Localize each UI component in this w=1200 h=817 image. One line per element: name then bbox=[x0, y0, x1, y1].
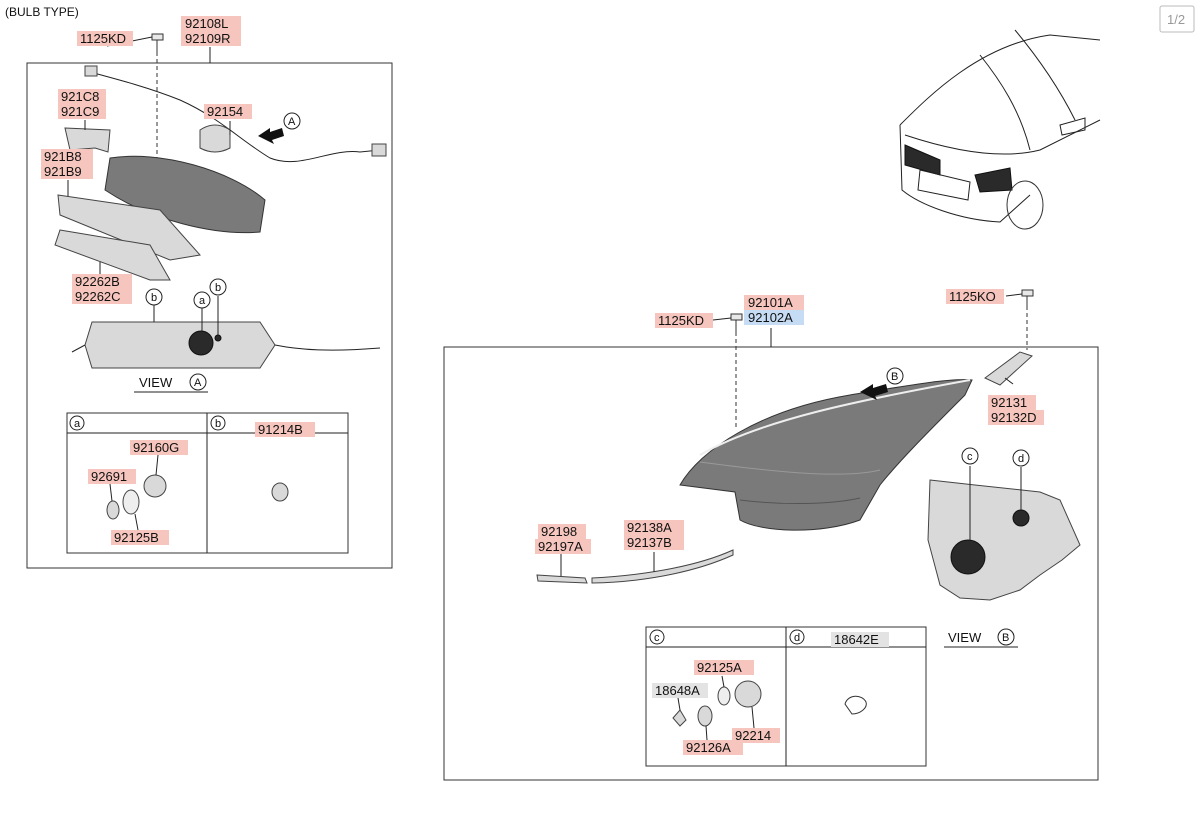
garnish-strip-drawing bbox=[54, 229, 171, 281]
view-label: VIEW bbox=[139, 375, 173, 390]
part-number[interactable]: 921C9 bbox=[61, 104, 99, 119]
connector-icon bbox=[84, 65, 98, 77]
garnish-drawing bbox=[57, 194, 201, 261]
housing-rear-drawing bbox=[84, 321, 276, 369]
view-b-arrow-tag: B bbox=[891, 371, 898, 383]
arrow-icon bbox=[258, 128, 284, 144]
part-number[interactable]: 92160G bbox=[133, 440, 179, 455]
part-number[interactable]: 1125KD bbox=[80, 31, 126, 46]
arrow-icon bbox=[860, 384, 888, 400]
callout-b-circle[interactable] bbox=[209, 278, 227, 296]
callout-d-circle[interactable] bbox=[1012, 449, 1030, 467]
left-assembly: A 1125KD 92108L 92109R 921C8 921C9 92154… bbox=[26, 16, 393, 569]
callout-d-tag: d bbox=[1018, 453, 1024, 465]
wheel-icon bbox=[1006, 180, 1044, 230]
part-number[interactable]: 92262C bbox=[75, 289, 121, 304]
view-a-tag: A bbox=[194, 377, 202, 389]
socket-icon bbox=[697, 705, 713, 727]
part-number[interactable]: 921C8 bbox=[61, 89, 99, 104]
bolt-icon bbox=[151, 33, 164, 52]
diagram-title: (BULB TYPE) bbox=[5, 5, 79, 19]
part-number[interactable]: 92132D bbox=[991, 410, 1037, 425]
part-number[interactable]: 92154 bbox=[207, 104, 243, 119]
callout-c-circle[interactable] bbox=[961, 447, 979, 465]
right-assembly: B 1125KD 92101A 92102A 1125KO 92131 9213… bbox=[443, 289, 1099, 781]
view-b-arrow-circle bbox=[886, 367, 904, 385]
part-number[interactable]: 91214B bbox=[258, 422, 303, 437]
detail-table-ab: a b 92160G 92691 92125B 91214B bbox=[66, 412, 349, 554]
socket-b-icon bbox=[214, 334, 222, 342]
callout-c-tag: c bbox=[967, 451, 973, 463]
part-number[interactable]: 18648A bbox=[655, 683, 700, 698]
part-number[interactable]: 1125KD bbox=[658, 313, 704, 328]
part-number[interactable]: 92108L bbox=[185, 16, 228, 31]
connector-icon bbox=[371, 143, 387, 157]
headlamp-highlight-icon bbox=[974, 167, 1013, 193]
view-a-arrow-circle bbox=[283, 112, 301, 130]
bulb-icon bbox=[106, 500, 120, 520]
bulb-icon bbox=[844, 695, 867, 715]
socket-icon bbox=[143, 474, 167, 498]
bulb-icon bbox=[672, 709, 687, 727]
part-number[interactable]: 921B8 bbox=[44, 149, 82, 164]
part-number[interactable]: 92197A bbox=[538, 539, 583, 554]
socket-c-icon bbox=[950, 539, 986, 575]
garnish-drawing bbox=[536, 574, 588, 584]
bracket-drawing bbox=[64, 127, 111, 153]
bolt-icon bbox=[1021, 289, 1034, 297]
part-number[interactable]: 92198 bbox=[541, 524, 577, 539]
view-label: VIEW bbox=[948, 630, 982, 645]
part-number[interactable]: 92262B bbox=[75, 274, 120, 289]
part-number[interactable]: 92109R bbox=[185, 31, 231, 46]
vehicle-illustration bbox=[899, 29, 1101, 230]
part-number[interactable]: 92214 bbox=[735, 728, 771, 743]
callout-b-circle[interactable] bbox=[145, 288, 163, 306]
part-number[interactable]: 92101A bbox=[748, 295, 793, 310]
part-number[interactable]: 92137B bbox=[627, 535, 672, 550]
part-number[interactable]: 18642E bbox=[834, 632, 879, 647]
part-number[interactable]: 92102A bbox=[748, 310, 793, 325]
callout-b-tag: b bbox=[215, 282, 221, 294]
part-number[interactable]: 921B9 bbox=[44, 164, 82, 179]
housing-rear-drawing bbox=[927, 479, 1081, 601]
callout-a-circle[interactable] bbox=[193, 291, 211, 309]
part-number[interactable]: 92126A bbox=[686, 740, 731, 755]
view-b-tag: B bbox=[1002, 632, 1009, 644]
callout-a-tag: a bbox=[199, 295, 206, 307]
callout-b-tag: b bbox=[151, 292, 157, 304]
part-number[interactable]: 92125A bbox=[697, 660, 742, 675]
wire-harness-drawing bbox=[89, 71, 381, 163]
socket-drawing bbox=[199, 124, 231, 153]
socket-d-icon bbox=[1012, 509, 1030, 527]
cap-icon bbox=[734, 680, 762, 708]
detail-a-tag: a bbox=[74, 418, 81, 430]
strip-drawing bbox=[591, 549, 734, 584]
part-number[interactable]: 92125B bbox=[114, 530, 159, 545]
detail-d-tag: d bbox=[794, 632, 800, 644]
socket-a-icon bbox=[188, 330, 214, 356]
bracket-drawing bbox=[984, 351, 1033, 386]
detail-b-tag: b bbox=[215, 418, 221, 430]
seal-icon bbox=[717, 686, 731, 706]
view-a-arrow-tag: A bbox=[288, 116, 296, 128]
part-number[interactable]: 1125KO bbox=[949, 289, 996, 304]
detail-c-tag: c bbox=[654, 632, 660, 644]
page-indicator[interactable]: 1/2 bbox=[1159, 5, 1195, 33]
detail-table-cd: c d 92125A 18648A 92126A 92214 18642E bbox=[645, 626, 927, 767]
bulb-icon bbox=[271, 482, 289, 502]
headlamp-drawing bbox=[679, 379, 973, 531]
bolt-icon bbox=[730, 313, 743, 321]
part-number[interactable]: 92138A bbox=[627, 520, 672, 535]
seal-icon bbox=[122, 489, 140, 515]
part-number[interactable]: 92131 bbox=[991, 395, 1027, 410]
part-number[interactable]: 92691 bbox=[91, 469, 127, 484]
page-number: 1/2 bbox=[1167, 12, 1185, 27]
